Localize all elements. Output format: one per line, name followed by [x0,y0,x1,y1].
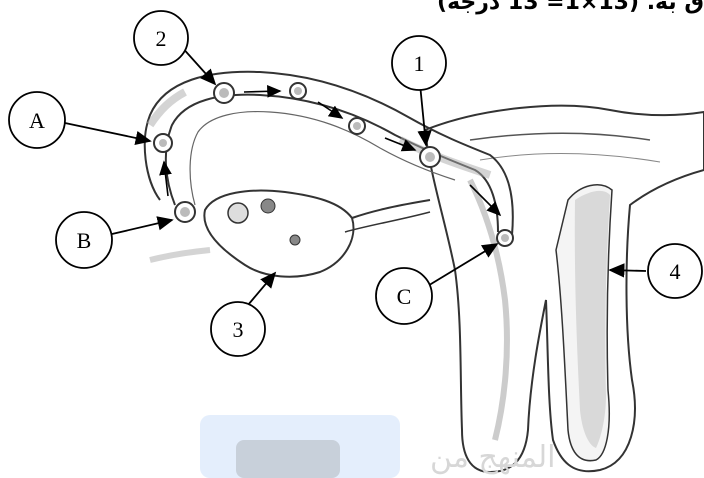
svg-text:2: 2 [156,26,167,51]
label-2: 2 [134,11,188,65]
label-1: 1 [392,36,446,90]
svg-text:4: 4 [670,259,681,284]
watermark-logo [200,415,400,478]
label-3: 3 [211,302,265,356]
label-b: B [56,212,112,268]
svg-text:3: 3 [233,317,244,342]
label-4: 4 [648,244,702,298]
svg-text:1: 1 [414,51,425,76]
label-a: A [9,92,65,148]
label-c: C [376,268,432,324]
svg-text:B: B [77,228,92,253]
watermark-text: المنهج من [430,440,556,475]
ovary [150,191,430,277]
svg-text:C: C [397,284,412,309]
svg-text:A: A [29,108,45,133]
